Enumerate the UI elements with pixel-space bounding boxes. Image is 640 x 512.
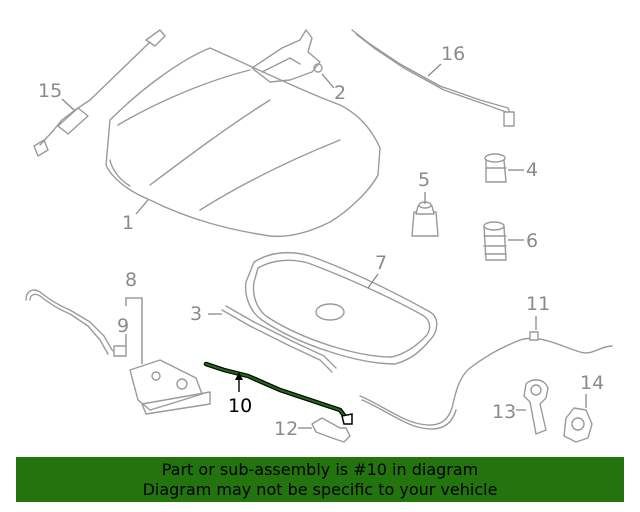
callout-12: 12 <box>274 418 298 440</box>
callout-9: 9 <box>117 315 129 337</box>
leader-15 <box>61 98 75 111</box>
part-12-rod-clip <box>311 417 351 443</box>
part-13-release-handle <box>523 379 549 435</box>
parts-diagram: 15 1 2 16 4 5 <box>25 29 613 443</box>
info-banner: Part or sub-assembly is #10 in diagram D… <box>16 457 624 502</box>
part-6-bumper <box>483 221 507 261</box>
callout-8: 8 <box>125 269 137 291</box>
part-7-insulator <box>244 251 438 365</box>
part-8-hood-latch <box>129 359 211 415</box>
part-16-weatherstrip <box>351 29 515 127</box>
callout-10: 10 <box>228 395 252 417</box>
callout-2: 2 <box>334 82 346 104</box>
banner-line-2: Diagram may not be specific to your vehi… <box>142 480 498 499</box>
callout-16: 16 <box>441 43 465 65</box>
part-5-bumper <box>411 201 439 237</box>
leader-7 <box>367 273 379 289</box>
part-14-actuator <box>563 407 593 443</box>
callout-13: 13 <box>492 401 516 423</box>
callout-14: 14 <box>580 372 604 394</box>
banner-line-1: Part or sub-assembly is #10 in diagram <box>161 460 479 479</box>
part-15-hood-strut <box>33 29 166 157</box>
callout-3: 3 <box>190 303 202 325</box>
part-10-support-rod <box>203 361 353 425</box>
callout-5: 5 <box>418 169 430 191</box>
part-3-seal <box>221 305 337 373</box>
callout-7: 7 <box>375 252 387 274</box>
leader-8 <box>125 297 143 364</box>
callout-15: 15 <box>38 80 62 102</box>
part-4-bumper <box>484 153 507 183</box>
part-11-release-cable <box>359 331 613 430</box>
leader-16 <box>427 63 442 77</box>
callout-4: 4 <box>526 159 538 181</box>
leader-1 <box>135 199 149 215</box>
callout-6: 6 <box>526 230 538 252</box>
callout-1: 1 <box>122 212 134 234</box>
part-9-release-cable <box>25 289 127 357</box>
leader-10-arrowhead <box>235 372 243 380</box>
callout-11: 11 <box>526 293 550 315</box>
part-2-hood-hinge <box>251 29 323 83</box>
leader-2 <box>321 73 335 89</box>
part-1-hood <box>105 47 381 238</box>
